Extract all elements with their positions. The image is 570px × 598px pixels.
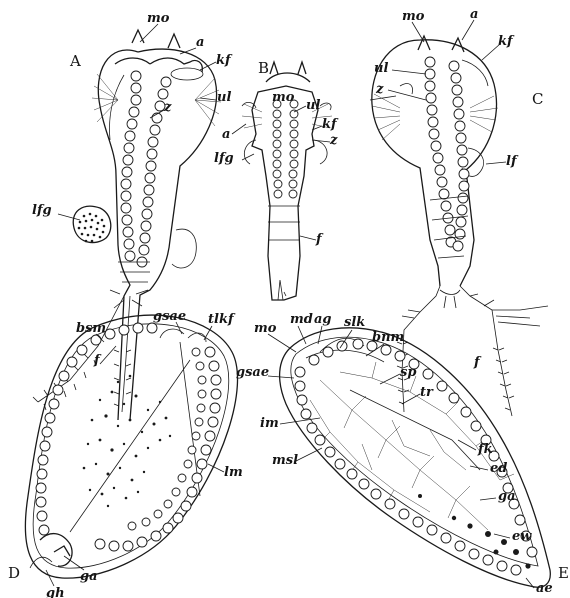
panel-a-label-a: a [196,35,204,50]
panel-d-label-lm: lm [224,465,243,480]
panel-a-furca [33,290,148,412]
panel-d-embryo [25,315,237,578]
panel-b-label-lfg: lfg [214,151,234,166]
panel-b-label-ul: ul [306,98,320,113]
panel-c-label-z: z [375,82,384,97]
panel-e-label-md: md [290,312,313,327]
panel-e-label-gsae: gsae [236,365,269,380]
panel-b-label-mo: mo [272,90,295,105]
panel-c-label-lf: lf [506,154,519,169]
panel-d-label-ga: ga [80,569,98,584]
panel-e-label-ed: ed [490,461,507,476]
panel-e-label-fk: fk [477,442,493,457]
panel-c-caption: C [532,90,543,108]
panel-c-label-mo: mo [402,9,425,24]
panel-d-caption: D [8,564,20,582]
panel-c-cell-row [425,57,469,251]
panel-b-label-z: z [329,133,338,148]
panel-a-caption: A [69,52,81,70]
panel-d-label-tlkf: tlkf [208,312,236,327]
panel-e-label-msl: msl [272,453,298,468]
panel-a-lateral-gland [73,206,111,242]
panel-a-label-ul: ul [217,90,231,105]
panel-b-label-a: a [222,127,230,142]
panel-a-label-kf: kf [216,53,233,68]
panel-a-label-z: z [163,100,172,115]
panel-e-label-bnm: bnm [372,330,404,345]
panel-e-label-sp: sp [400,365,416,380]
panel-c-label-kf: kf [498,34,515,49]
panel-d-label-gsae: gsae [153,309,186,324]
panel-c-label-a: a [470,7,478,22]
panel-a-label-lfg: lfg [32,203,52,218]
panel-d-label-bsm: bsm [76,321,106,336]
panel-e-label-slk: slk [344,315,365,330]
panel-b-cell-row [273,100,298,198]
panel-b-label-kf: kf [322,117,339,132]
panel-d-yolk-granules [83,375,172,507]
panel-e-caption: E [558,564,569,582]
panel-c-label-f: f [473,355,482,370]
panel-e-label-im: im [260,416,279,431]
panel-e-label-mo: mo [254,321,277,336]
panel-b-label-f: f [315,232,324,247]
panel-c-label-ul: ul [374,61,388,76]
panel-e-label-ae: ae [536,581,553,596]
panel-a-label-f: f [93,353,102,368]
panel-e-label-ag: ag [314,312,332,327]
panel-e-label-ga: ga [498,489,516,504]
panel-a-label-mo: mo [147,11,170,26]
panel-e-label-tr: tr [420,385,434,400]
panel-e-label-ew: ew [512,529,532,544]
panel-d-label-gh: gh [46,586,65,598]
panel-b-caption: B [258,59,269,77]
